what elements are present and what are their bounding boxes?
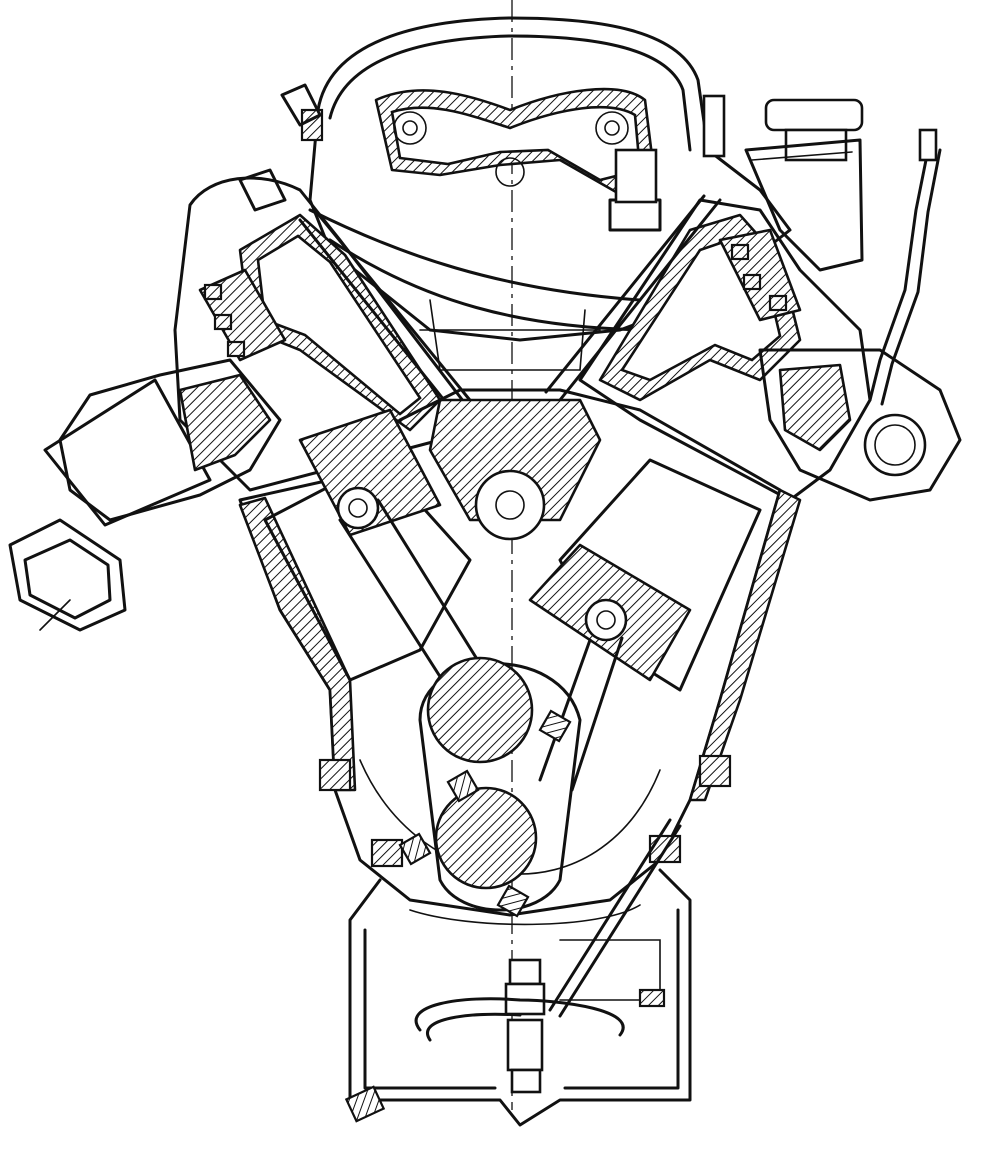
right-piston	[528, 543, 692, 792]
dipstick	[868, 128, 942, 406]
intake-manifold	[308, 16, 792, 371]
distributor	[280, 83, 726, 158]
oil-pump	[414, 939, 666, 1094]
right-cylinder-head	[544, 148, 872, 502]
oil-pan	[344, 868, 692, 1127]
exhaust-manifold-left	[8, 358, 282, 632]
left-piston	[298, 408, 492, 702]
exhaust-manifold-right	[758, 348, 962, 502]
left-cylinder-head	[173, 168, 480, 492]
dipstick-rod-inner	[558, 824, 682, 1018]
crankshaft	[398, 656, 582, 918]
camshaft	[428, 398, 602, 541]
dipstick-rod	[548, 818, 672, 1012]
oil-filler-cap	[744, 98, 864, 272]
